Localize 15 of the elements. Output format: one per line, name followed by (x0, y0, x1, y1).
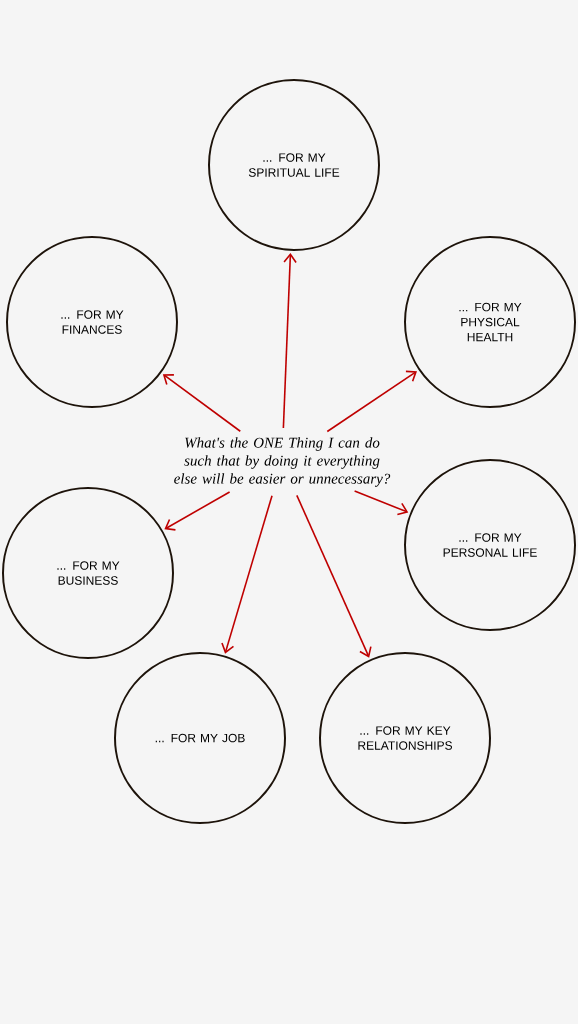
arrow (282, 252, 297, 429)
circle-node: ... FOR MY KEY RELATIONSHIPS (319, 652, 491, 824)
arrow (296, 494, 372, 658)
arrow (326, 370, 417, 433)
circle-node: ... FOR MY PHYSICAL HEALTH (404, 236, 576, 408)
circle-node: ... FOR MY FINANCES (6, 236, 178, 408)
arrow (221, 494, 273, 654)
question-text: What's the ONE Thing I can do such that by doing it everything else will be easier or unnecessary? (174, 437, 391, 487)
arrow (164, 491, 231, 531)
circle-node: ... FOR MY PERSONAL LIFE (404, 459, 576, 631)
circle-node: ... FOR MY BUSINESS (2, 487, 174, 659)
circle-node: ... FOR MY JOB (114, 652, 286, 824)
arrow (162, 374, 242, 433)
arrow (353, 490, 409, 516)
circle-node: ... FOR MY SPIRITUAL LIFE (208, 79, 380, 251)
